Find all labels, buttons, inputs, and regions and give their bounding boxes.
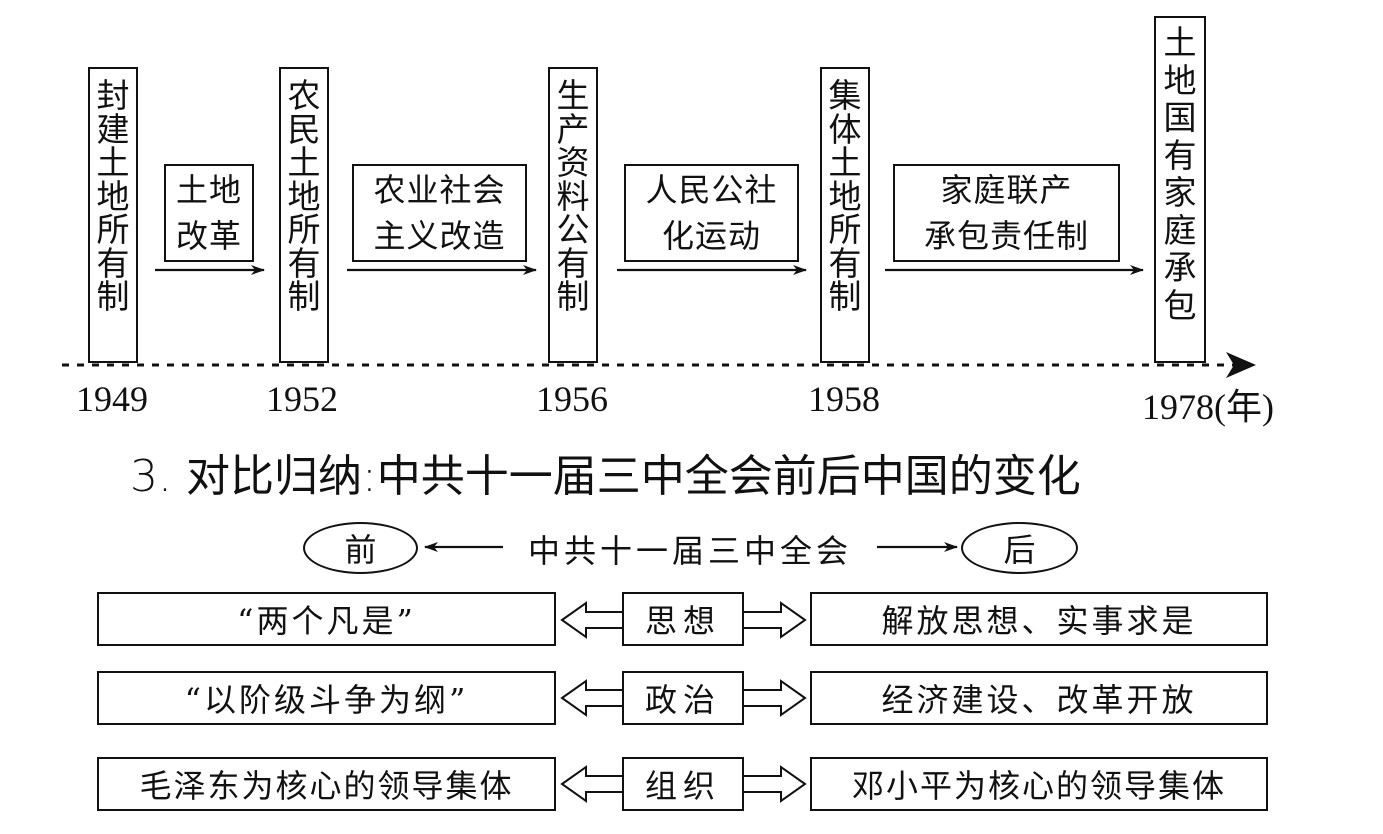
vertical-char: 公	[556, 210, 590, 249]
vertical-char: 体	[828, 109, 862, 149]
row-1-category: 思想	[622, 592, 744, 646]
vertical-char: 土	[287, 143, 321, 182]
vertical-char: 民	[287, 109, 321, 149]
transition-box-3: 人民公社 化运动	[624, 164, 799, 262]
year-label-1: 1949	[76, 379, 148, 419]
stage-text-5: 土地国有家庭承包	[1156, 24, 1204, 324]
vertical-char: 所	[96, 210, 130, 249]
row-3-category: 组织	[622, 757, 744, 811]
vertical-char: 生	[556, 76, 590, 115]
vertical-char: 农	[287, 76, 321, 115]
year-label-4: 1958	[808, 379, 880, 419]
vertical-char: 资	[556, 143, 590, 182]
year-label-3: 1956	[536, 379, 608, 419]
vertical-char: 有	[556, 243, 590, 283]
transition-4-line2: 承包责任制	[923, 217, 1089, 255]
vertical-char: 所	[287, 210, 321, 249]
vertical-char: 庭	[1163, 210, 1197, 250]
vertical-char: 产	[556, 109, 590, 149]
stage-text-4: 集体土地所有制	[822, 79, 868, 314]
row-2-before: “以阶级斗争为纲”	[97, 671, 556, 725]
transition-2-line2: 主义改造	[373, 217, 506, 255]
transition-3-line1: 人民公社	[645, 171, 778, 209]
timeline-axis-arrowhead	[1226, 352, 1256, 378]
stage-box-5: 土地国有家庭承包	[1154, 16, 1206, 363]
after-ellipse: 后	[961, 522, 1078, 574]
transition-4-line1: 家庭联产	[940, 171, 1073, 209]
vertical-char: 承	[1163, 248, 1197, 287]
stage-box-4: 集体土地所有制	[820, 67, 870, 363]
row-3-before: 毛泽东为核心的领导集体	[97, 757, 556, 811]
row-2-category: 政治	[622, 671, 744, 725]
vertical-char: 有	[1163, 135, 1197, 175]
row-3-after: 邓小平为核心的领导集体	[810, 757, 1268, 811]
vertical-char: 地	[96, 176, 130, 216]
stage-box-2: 农民土地所有制	[279, 67, 329, 363]
vertical-char: 包	[1163, 285, 1197, 325]
vertical-char: 制	[96, 277, 130, 316]
before-ellipse: 前	[303, 522, 418, 574]
stage-text-1: 封建土地所有制	[90, 79, 136, 314]
center-title: 中共十一届三中全会	[503, 526, 877, 572]
vertical-char: 建	[96, 109, 130, 149]
vertical-char: 制	[556, 277, 590, 316]
vertical-char: 制	[828, 277, 862, 316]
transition-box-1: 土地 改革	[164, 164, 254, 262]
vertical-char: 封	[96, 76, 130, 115]
vertical-char: 料	[556, 176, 590, 216]
row-2-after: 经济建设、改革开放	[810, 671, 1268, 725]
double-arrow-row-1	[560, 601, 807, 639]
transition-1-line2: 改革	[175, 217, 242, 255]
transition-box-2: 农业社会 主义改造	[352, 164, 527, 262]
vertical-char: 地	[1163, 60, 1197, 100]
vertical-char: 有	[287, 243, 321, 283]
section-heading: 3. 对比归纳:中共十一届三中全会前后中国的变化	[130, 451, 1081, 502]
transition-3-line2: 化运动	[661, 217, 761, 255]
transition-1-line1: 土地	[175, 171, 242, 209]
vertical-char: 国	[1163, 98, 1197, 137]
year-label-2: 1952	[266, 379, 338, 419]
vertical-char: 土	[1163, 23, 1197, 62]
vertical-char: 有	[828, 243, 862, 283]
row-1-before: “两个凡是”	[97, 592, 556, 646]
vertical-char: 家	[1163, 173, 1197, 212]
transition-2-line1: 农业社会	[373, 171, 506, 209]
vertical-char: 有	[96, 243, 130, 283]
stage-text-3: 生产资料公有制	[550, 79, 596, 314]
stage-text-2: 农民土地所有制	[281, 79, 327, 314]
vertical-char: 地	[828, 176, 862, 216]
stage-box-3: 生产资料公有制	[548, 67, 598, 363]
vertical-char: 集	[828, 76, 862, 115]
before-label: 前	[344, 531, 377, 569]
vertical-char: 土	[96, 143, 130, 182]
vertical-char: 制	[287, 277, 321, 316]
vertical-char: 土	[828, 143, 862, 182]
transition-box-4: 家庭联产 承包责任制	[893, 164, 1120, 262]
row-1-after: 解放思想、实事求是	[810, 592, 1268, 646]
vertical-char: 地	[287, 176, 321, 216]
after-label: 后	[1003, 531, 1036, 569]
vertical-char: 所	[828, 210, 862, 249]
year-label-5: 1978(年)	[1142, 387, 1274, 427]
stage-box-1: 封建土地所有制	[88, 67, 138, 363]
